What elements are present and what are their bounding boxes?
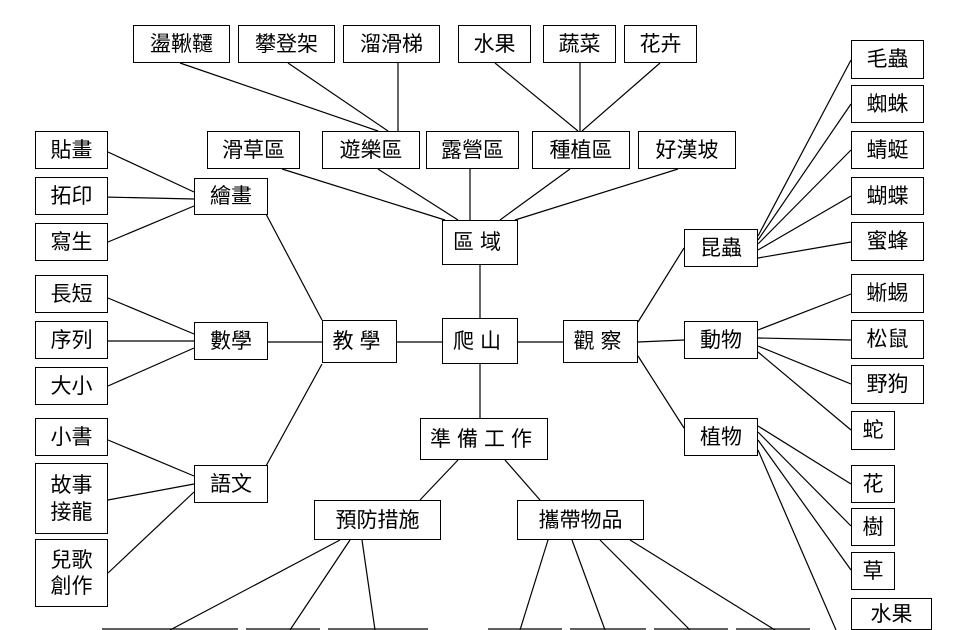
animal-item-node: 蜥蜴 <box>851 274 924 313</box>
drawing-item-node: 貼畫 <box>35 131 108 169</box>
drawing-item-node: 寫生 <box>35 223 108 261</box>
plant-item-node: 花 <box>851 465 895 503</box>
subject-node: 語文 <box>194 465 268 503</box>
insect-item-node: 蝴蝶 <box>851 177 924 215</box>
zone-node: 遊樂區 <box>322 131 420 169</box>
animal-item-node: 松鼠 <box>851 320 924 359</box>
planting-node: 水果 <box>458 25 531 63</box>
animal-item-node: 蛇 <box>851 411 895 450</box>
equipment-node: 盪鞦韆 <box>133 25 230 63</box>
language-item-node: 故事 接龍 <box>35 463 108 534</box>
zone-node: 好漢坡 <box>638 131 736 169</box>
zone-node: 露營區 <box>426 131 519 169</box>
equipment-node: 攀登架 <box>238 25 335 63</box>
drawing-item-node: 拓印 <box>35 177 108 215</box>
insect-item-node: 毛蟲 <box>851 40 924 79</box>
subject-node: 數學 <box>194 322 268 360</box>
zone-node: 種植區 <box>532 131 630 169</box>
language-item-node: 小書 <box>35 418 108 456</box>
insect-item-node: 蜘蛛 <box>851 85 924 123</box>
observation-group-node: 昆蟲 <box>684 229 758 267</box>
preparation-node: 準備工作 <box>420 418 548 460</box>
preparation-child-node: 攜帶物品 <box>517 500 644 540</box>
insect-item-node: 蜻蜓 <box>851 131 924 169</box>
plant-item-node: 草 <box>851 552 895 590</box>
math-item-node: 長短 <box>35 275 108 313</box>
equipment-node: 溜滑梯 <box>343 25 440 63</box>
area-node: 區域 <box>442 220 518 265</box>
math-item-node: 大小 <box>35 367 108 405</box>
insect-item-node: 蜜蜂 <box>851 222 924 261</box>
center-node: 爬山 <box>442 318 518 364</box>
planting-node: 蔬菜 <box>543 25 616 63</box>
preparation-child-node: 預防措施 <box>314 500 441 540</box>
observation-group-node: 動物 <box>684 321 758 359</box>
language-item-node: 兒歌 創作 <box>35 539 108 607</box>
zone-node: 滑草區 <box>207 131 300 169</box>
planting-node: 花卉 <box>624 25 697 63</box>
subject-node: 繪畫 <box>194 178 268 215</box>
plant-item-node: 水果 <box>851 598 932 630</box>
math-item-node: 序列 <box>35 321 108 359</box>
plant-item-node: 樹 <box>851 508 895 546</box>
teaching-node: 教學 <box>322 320 397 363</box>
observation-group-node: 植物 <box>684 418 758 456</box>
animal-item-node: 野狗 <box>851 365 924 404</box>
observation-node: 觀察 <box>563 320 638 363</box>
